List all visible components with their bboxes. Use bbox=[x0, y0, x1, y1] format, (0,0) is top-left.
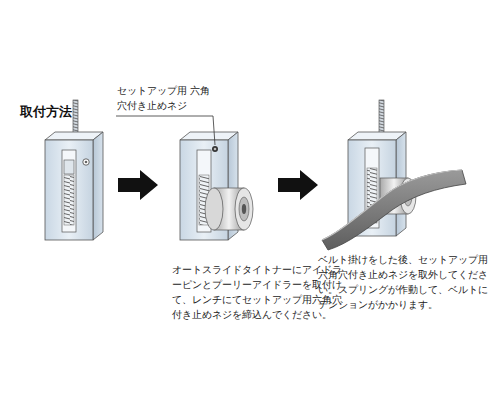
tensioner-unit bbox=[322, 100, 466, 250]
leader-line bbox=[116, 116, 215, 145]
belt-edge bbox=[322, 170, 462, 240]
spring bbox=[64, 175, 74, 225]
pulley-idler bbox=[205, 188, 223, 230]
bearing bbox=[239, 197, 249, 221]
slider bbox=[64, 160, 74, 174]
front-face bbox=[45, 140, 93, 240]
pin-hole bbox=[85, 161, 88, 164]
callout-label: セットアップ用 六角穴付き止めネジ bbox=[117, 83, 213, 113]
slide-slot bbox=[62, 150, 76, 232]
pulley-face bbox=[235, 188, 253, 230]
belt bbox=[322, 170, 466, 250]
setup-screw-head bbox=[212, 146, 218, 152]
step-arrow bbox=[278, 170, 318, 200]
tensioner-unit bbox=[180, 132, 253, 240]
tensioner-unit bbox=[45, 100, 103, 240]
pin-hole bbox=[83, 159, 89, 165]
instruction-note: ベルト掛けをした後、セットアップ用六角穴付き止めネジを取外してください。スプリン… bbox=[318, 252, 496, 312]
section-title: 取付方法 bbox=[20, 104, 72, 121]
step-arrow bbox=[118, 170, 158, 200]
hex-socket bbox=[214, 148, 217, 151]
side-face bbox=[93, 132, 103, 240]
idler-pin bbox=[242, 204, 246, 214]
